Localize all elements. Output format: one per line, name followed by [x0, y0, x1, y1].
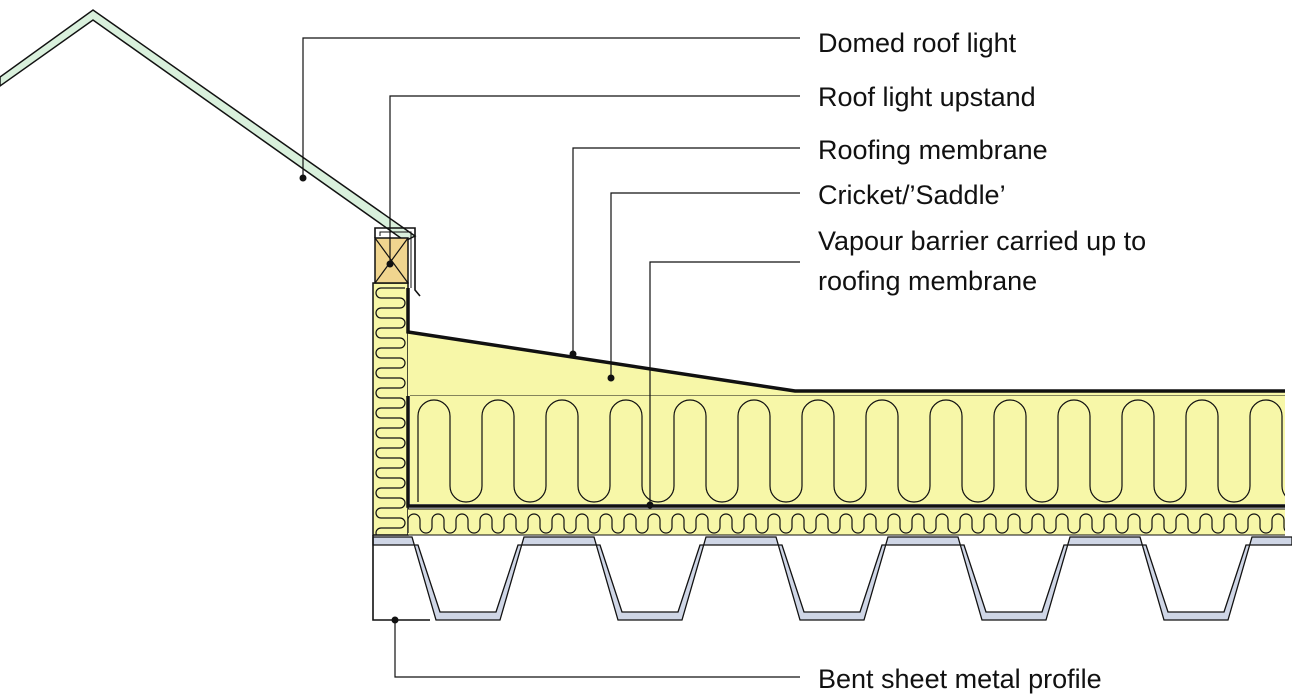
roofing-membrane-line	[406, 288, 1285, 393]
bent-sheet-metal-deck	[372, 536, 1292, 621]
main-insulation	[410, 396, 1285, 504]
timber-kerb	[374, 237, 409, 284]
lower-insulation	[408, 508, 1285, 536]
cricket-saddle	[408, 332, 1285, 397]
vapour-barrier	[406, 396, 1285, 508]
leader-domed-roof-light	[299, 37, 800, 182]
label-roofing-membrane: Roofing membrane	[818, 135, 1048, 165]
leader-vapour-barrier	[646, 261, 800, 509]
label-bent-sheet-metal-profile: Bent sheet metal profile	[818, 664, 1102, 694]
leader-roof-light-upstand	[386, 95, 800, 268]
label-vapour-barrier-line2: roofing membrane	[818, 266, 1037, 296]
label-vapour-barrier-line1: Vapour barrier carried up to	[818, 226, 1146, 256]
upstand-flashing	[374, 227, 421, 297]
label-roof-light-upstand: Roof light upstand	[818, 82, 1036, 112]
leader-roofing-membrane	[569, 147, 800, 358]
leader-bent-sheet-metal-profile	[391, 616, 800, 678]
label-cricket-saddle: Cricket/’Saddle’	[818, 180, 1006, 210]
label-domed-roof-light: Domed roof light	[818, 28, 1017, 58]
domed-roof-light	[0, 9, 417, 242]
leader-cricket-saddle	[607, 192, 800, 382]
upstand-insulation	[372, 282, 409, 536]
sheet-metal-edge	[372, 535, 430, 621]
